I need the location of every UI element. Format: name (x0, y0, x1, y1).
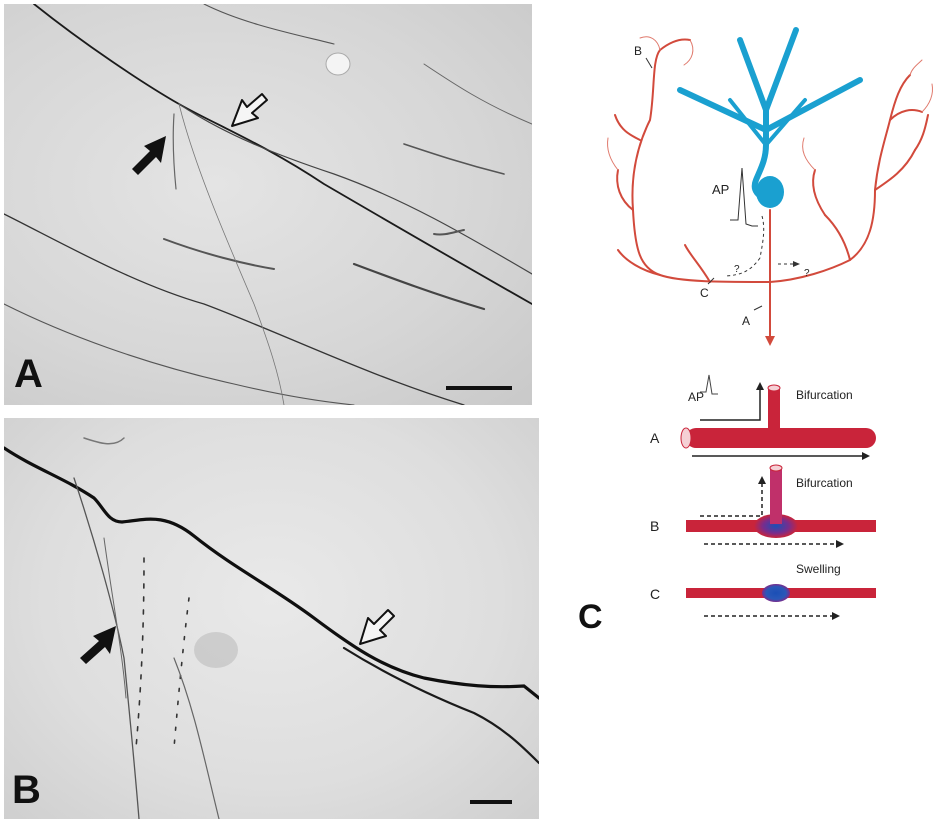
row-b-note: Bifurcation (796, 476, 853, 490)
row-label-a: A (650, 430, 660, 446)
schematic-diagram: B C A AP ? ? A AP Bifurcation B Bifurcat… (600, 20, 940, 630)
solid-arrow-icon (80, 626, 116, 664)
row-a-note: Bifurcation (796, 388, 853, 402)
label-question-1: ? (734, 264, 740, 275)
row-c-note: Swelling (796, 562, 841, 576)
micrograph-b (4, 418, 539, 819)
scale-bar (446, 386, 512, 390)
open-arrow-icon (359, 609, 395, 645)
scale-bar (470, 800, 512, 804)
label-b-top: B (634, 44, 643, 58)
micrograph-a (4, 4, 532, 405)
label-ap-top: AP (712, 182, 730, 197)
solid-arrow-icon (132, 136, 166, 175)
label-c-top: C (700, 286, 709, 300)
panel-letter-a: A (14, 352, 43, 396)
row-label-b: B (650, 518, 660, 534)
micrograph-b-fibers (4, 437, 539, 819)
label-a-top: A (742, 314, 751, 328)
panel-letter-b: B (12, 768, 41, 812)
panel-letter-c: C (578, 598, 603, 636)
schematic-drawing (607, 27, 933, 620)
open-arrow-icon (231, 93, 268, 127)
row-label-c: C (650, 586, 661, 602)
label-question-2: ? (804, 268, 810, 279)
micrograph-a-fibers (4, 4, 532, 405)
row-a-ap-label: AP (688, 390, 705, 404)
